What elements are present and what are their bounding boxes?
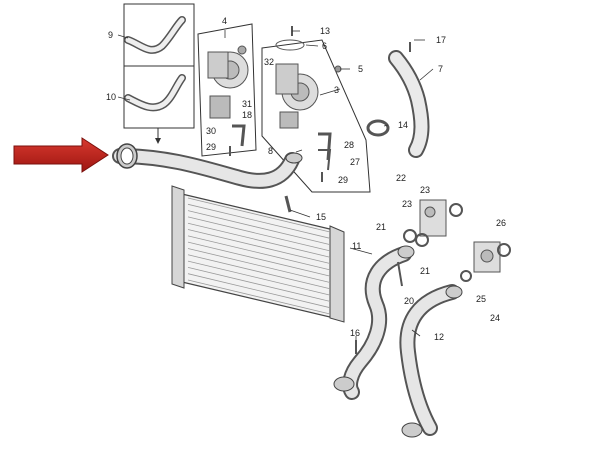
part-label-7: 7 — [438, 64, 444, 74]
part-label-24: 24 — [490, 313, 501, 323]
part-label-9: 9 — [108, 30, 114, 40]
clamp-14 — [366, 119, 390, 137]
part-label-17: 17 — [436, 35, 447, 45]
part-label-13: 13 — [320, 26, 331, 36]
intercooler-fin-line — [187, 254, 331, 290]
part-label-25: 25 — [476, 294, 487, 304]
intercooler-fin-line — [187, 260, 331, 296]
part-label-6: 6 — [322, 41, 328, 51]
part-label-3: 3 — [334, 85, 340, 95]
turbocharger-4 — [207, 45, 249, 119]
housing-24 — [473, 241, 501, 273]
turbocharger-3 — [275, 63, 319, 129]
intercooler-fin-line — [187, 273, 331, 309]
part-label-22: 22 — [396, 173, 407, 183]
part-label-29-right: 29 — [338, 175, 349, 185]
red-right-arrow-icon — [13, 137, 109, 173]
intercooler-fin-line — [187, 229, 331, 264]
intercooler-fin-line — [187, 203, 331, 239]
part-label-28: 28 — [344, 140, 355, 150]
part-label-30: 30 — [206, 126, 217, 136]
turbo-box-left — [197, 23, 257, 157]
part-label-12: 12 — [434, 332, 445, 342]
housing-22 — [419, 199, 447, 237]
part-label-10: 10 — [106, 92, 117, 102]
intercooler-fin-line — [187, 210, 331, 246]
leader-lines — [117, 30, 434, 340]
intercooler-fin-line — [187, 248, 331, 283]
part-label-23-left: 23 — [402, 199, 413, 209]
intercooler-fins — [187, 197, 331, 315]
part-label-26: 26 — [496, 218, 507, 228]
part-label-18: 18 — [242, 110, 253, 120]
intercooler-fin-line — [187, 266, 331, 302]
turbo-box-right — [261, 39, 371, 193]
part-label-16: 16 — [350, 328, 361, 338]
bracket-28 — [318, 132, 332, 161]
part-label-23-top: 23 — [420, 185, 431, 195]
intercooler-fin-line — [187, 235, 331, 271]
part-label-11: 11 — [352, 241, 362, 251]
intercooler-fin-line — [187, 222, 331, 258]
intercooler-fin-line — [187, 197, 331, 233]
gasket-6 — [275, 39, 305, 51]
part-label-14: 14 — [398, 120, 409, 130]
part-label-5: 5 — [358, 64, 364, 74]
intercooler-fin-line — [187, 216, 331, 252]
part-label-31: 31 — [242, 99, 253, 109]
bracket-30 — [232, 124, 246, 147]
part-label-4: 4 — [222, 16, 228, 26]
part-label-8: 8 — [268, 146, 274, 156]
part-label-21-top: 21 — [376, 222, 387, 232]
part-label-27: 27 — [350, 157, 361, 167]
part-label-15: 15 — [316, 212, 327, 222]
sensor-15 — [284, 195, 292, 213]
part-label-29-left: 29 — [206, 142, 217, 152]
part-label-21-mid: 21 — [420, 266, 431, 276]
intercooler-fin-line — [187, 279, 331, 315]
bracket-27 — [318, 149, 332, 171]
part-label-20: 20 — [404, 296, 415, 306]
intercooler-fin-line — [187, 241, 331, 277]
part-label-32: 32 — [264, 57, 275, 67]
